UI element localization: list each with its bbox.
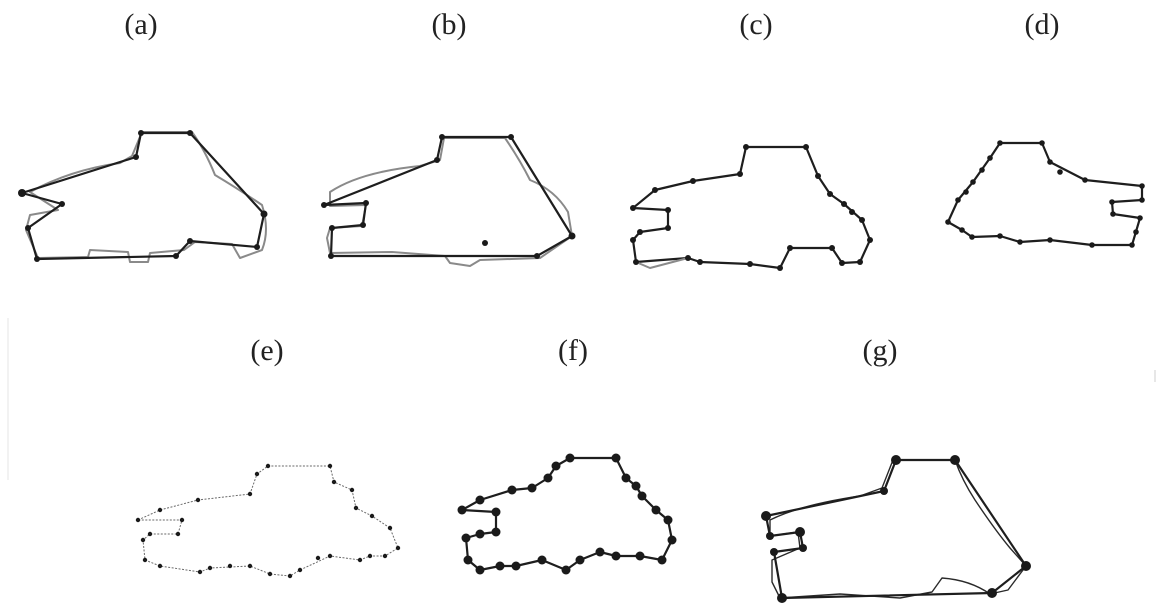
panel-d-shape [945,140,1145,248]
panel-label-f: (f) [558,334,588,367]
panel-b-reference-contour [326,137,573,267]
panel-label-c: (c) [739,8,773,41]
panel-e-polygon [137,465,399,577]
panel-f-shape [457,453,677,575]
panel-b-polygon [323,135,574,258]
panel-f-vertices [457,453,677,575]
frame-marks [7,318,1156,480]
panel-e-shape [135,463,401,579]
panel-a-reference-contour [25,131,267,263]
panel-g-shape [761,455,1031,603]
panel-d-polygon [946,141,1144,247]
panel-a-polygon [21,131,266,261]
panel-c-shape [630,144,873,271]
panel-b-vertices [321,134,576,259]
panel-b-shape [321,134,576,267]
panel-a-shape [18,130,268,263]
panel-a-vertices [18,130,268,262]
panel-label-b: (b) [431,8,467,41]
panel-g-polygon [764,458,1028,600]
panel-g-vertices [761,455,1031,603]
panel-e-vertices [135,463,401,579]
panel-c-vertices [630,144,873,271]
panel-label-g: (g) [862,334,898,367]
panel-g-reference-contour [769,459,1027,599]
panel-label-a: (a) [124,8,158,41]
panel-label-d: (d) [1024,8,1060,41]
panel-d-vertices [945,140,1145,248]
panel-label-e: (e) [250,334,284,367]
panel-c-reference-contour [635,257,689,269]
